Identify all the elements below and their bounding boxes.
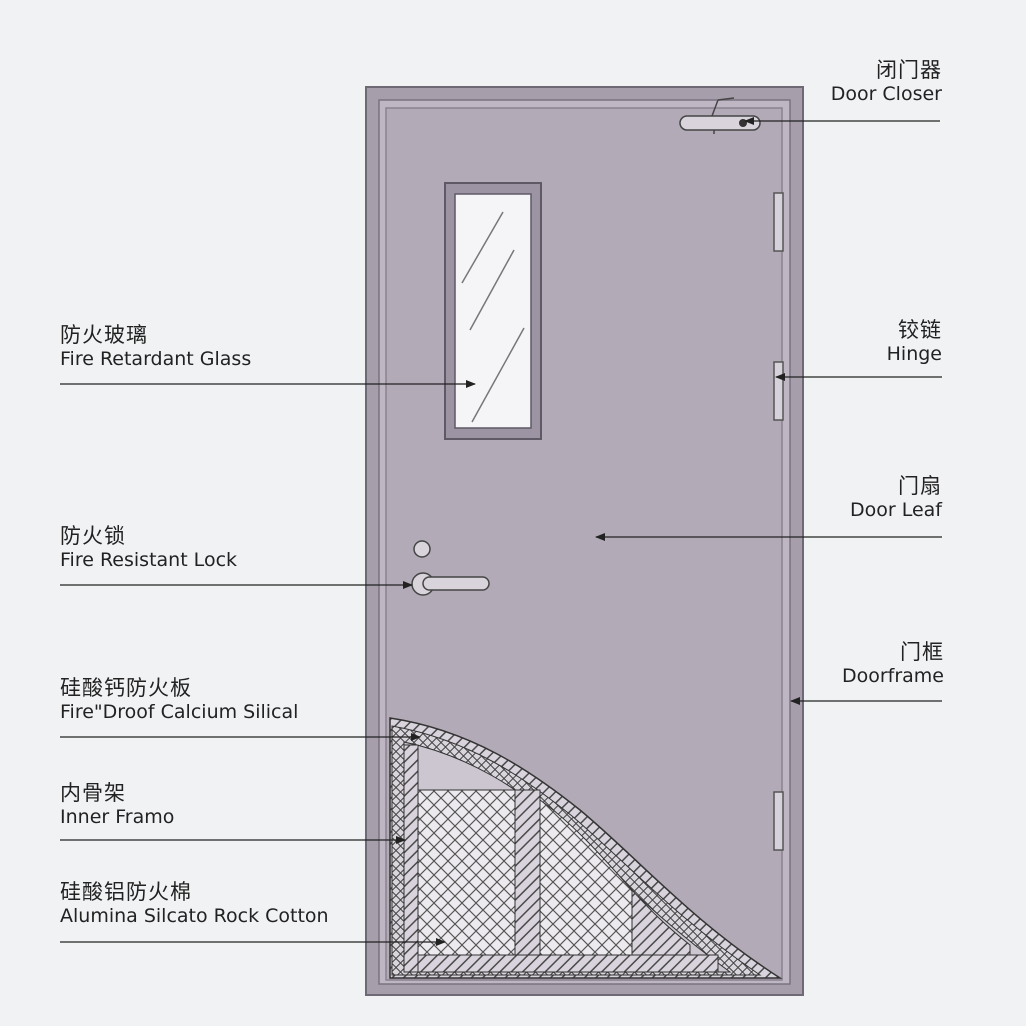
label-door-leaf-en: Door Leaf — [849, 499, 942, 522]
label-fire-glass-en: Fire Retardant Glass — [60, 348, 252, 371]
fire-retardant-glass-window — [444, 182, 542, 440]
label-door-leaf: 门扇 Door Leaf — [850, 474, 942, 522]
label-fire-lock: 防火锁 Fire Resistant Lock — [60, 524, 237, 572]
label-fire-glass: 防火玻璃 Fire Retardant Glass — [60, 323, 251, 371]
label-door-closer-en: Door Closer — [830, 83, 942, 106]
label-doorframe: 门框 Doorframe — [842, 640, 944, 688]
label-inner-frame-cn: 内骨架 — [60, 781, 126, 805]
label-calcium-board-en: Fire"Droof Calcium Silical — [60, 701, 299, 724]
label-door-closer: 闭门器 Door Closer — [831, 58, 942, 106]
leader-lines — [60, 117, 942, 946]
label-door-leaf-cn: 门扇 — [898, 474, 942, 498]
label-hinge: 铰链 Hinge — [887, 318, 942, 366]
label-calcium-board: 硅酸钙防火板 Fire"Droof Calcium Silical — [60, 676, 298, 724]
label-fire-lock-en: Fire Resistant Lock — [60, 549, 238, 572]
label-inner-frame: 内骨架 Inner Framo — [60, 781, 174, 829]
label-fire-lock-cn: 防火锁 — [60, 524, 126, 548]
door-closer-device — [679, 97, 761, 134]
label-doorframe-cn: 门框 — [900, 640, 944, 664]
label-rock-cotton-en: Alumina Silcato Rock Cotton — [60, 905, 329, 928]
label-hinge-en: Hinge — [886, 343, 942, 366]
cutaway-section — [389, 717, 783, 979]
label-doorframe-en: Doorframe — [841, 665, 944, 688]
label-fire-glass-cn: 防火玻璃 — [60, 323, 148, 347]
label-calcium-board-cn: 硅酸钙防火板 — [60, 676, 192, 700]
label-rock-cotton-cn: 硅酸铝防火棉 — [60, 880, 192, 904]
fire-resistant-lock — [411, 540, 490, 596]
label-door-closer-cn: 闭门器 — [876, 58, 942, 82]
hinges — [773, 192, 784, 851]
label-hinge-cn: 铰链 — [898, 318, 942, 342]
label-inner-frame-en: Inner Framo — [60, 806, 175, 829]
label-rock-cotton: 硅酸铝防火棉 Alumina Silcato Rock Cotton — [60, 880, 329, 928]
